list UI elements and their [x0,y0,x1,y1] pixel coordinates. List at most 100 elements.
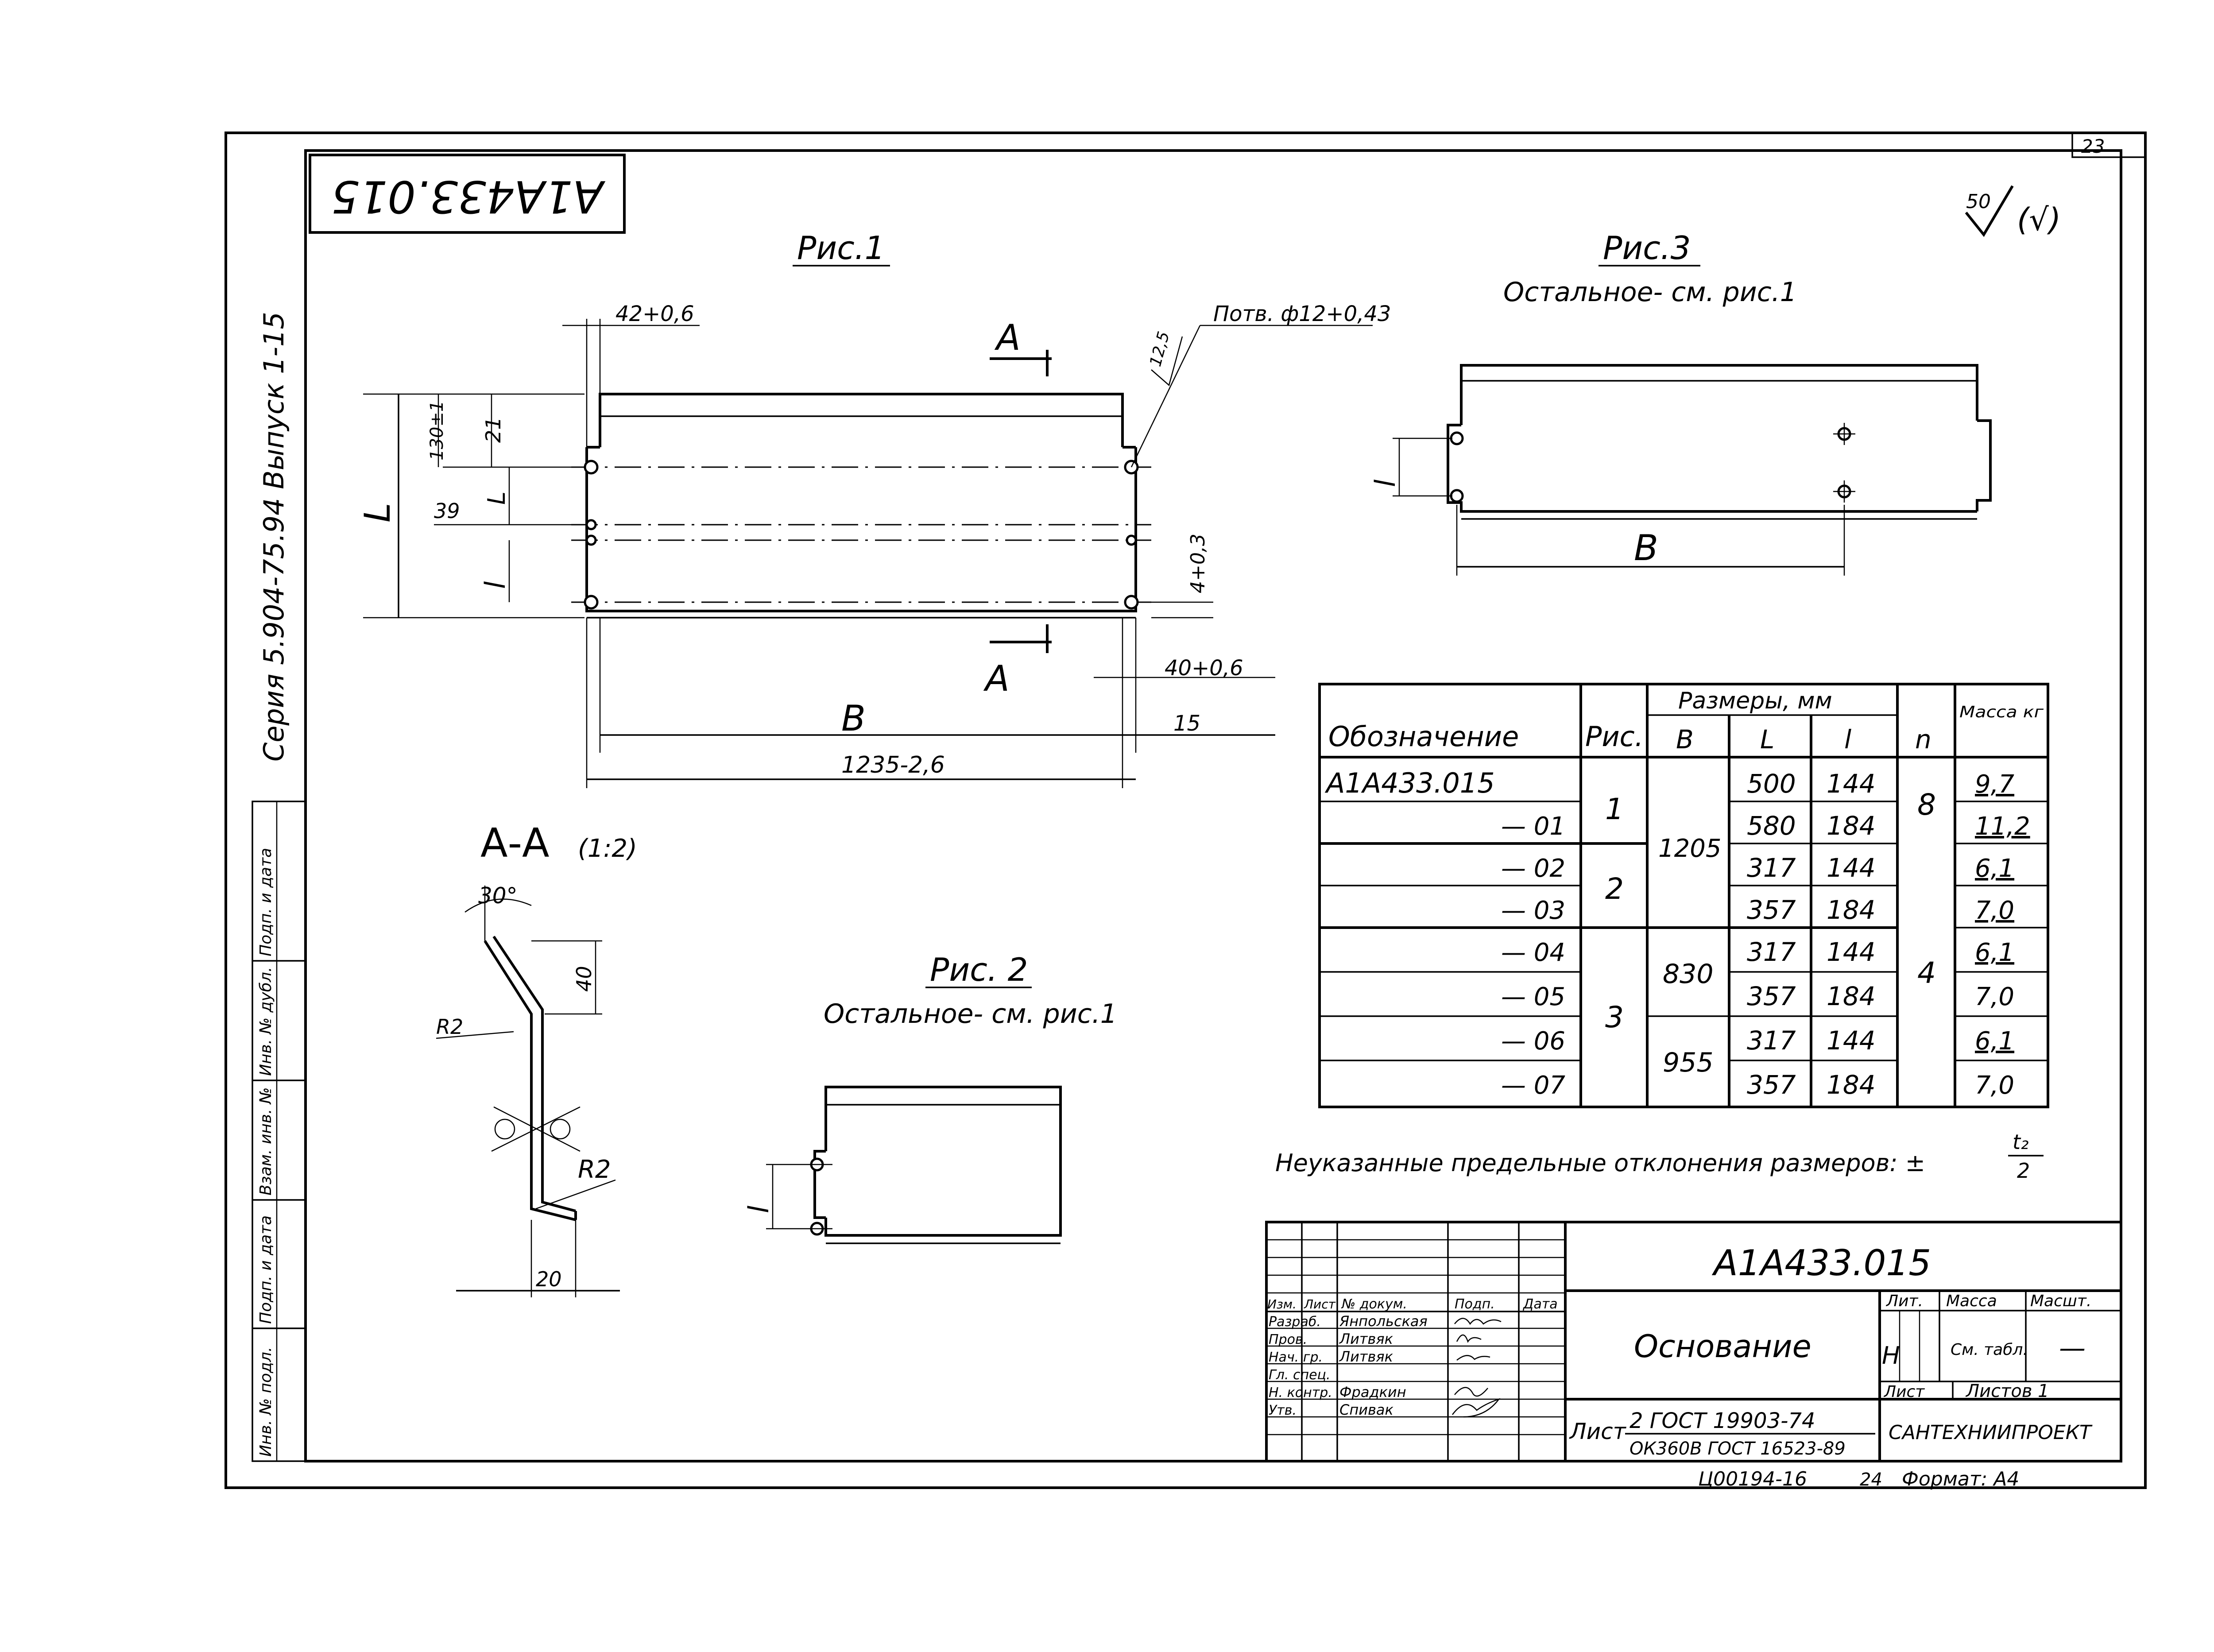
side-strip-label-2: Инв. № дубл. [257,967,275,1076]
fig3-title: Рис.3 [1603,229,1691,267]
dim-130: 130±1 [427,401,447,460]
tb-sheet-label: Лист [1883,1383,1925,1401]
figure-3: Рис.3 Остальное- см. рис.1 l B [1369,229,1992,576]
table-cell-L: 357 [1747,1070,1796,1100]
tb-scale-value: — [2059,1333,2086,1364]
th-L: L [1760,724,1774,754]
th-dims: Размеры, мм [1678,688,1832,714]
table-cell-l: 144 [1827,769,1876,799]
side-strip-label-1: Подп. и дата [257,848,275,956]
section-r-bottom: R2 [578,1155,611,1184]
fig1-hole [1124,595,1139,610]
tb-material-bottom: ОК360В ГОСТ 16523-89 [1630,1439,1846,1459]
roughness-value: 50 [1966,190,1991,213]
tb-name: Литвяк [1339,1348,1393,1365]
section-dim-20: 20 [536,1267,562,1291]
table-cell-b: 955 [1663,1047,1714,1078]
figure-2: Рис. 2 Остальное- см. рис.1 l [743,951,1117,1244]
series-text: Серия 5.904-75.94 Выпуск 1-15 [258,312,290,762]
fig1-hole [585,534,597,546]
tb-designation: A1A433.015 [1711,1242,1931,1284]
fig1-roughness: 12,5 [1146,329,1173,368]
tb-name: Фрадкин [1339,1384,1406,1401]
table-cell-mass: 6,1 [1975,854,2014,883]
table-cell-L: 500 [1747,769,1796,799]
tb-sheets-label: Листов 1 [1965,1381,2049,1401]
dim-l-inner: L [483,491,511,505]
tb-material-top: 2 ГОСТ 19903-74 [1630,1408,1815,1433]
table-cell-designation: — 02 [1501,854,1565,883]
table-cell-designation: — 06 [1501,1027,1565,1056]
roughness-mark: 50 (√) [1965,185,2061,238]
fig3-subtitle: Остальное- см. рис.1 [1503,277,1797,308]
tb-col-izm: Изм. [1267,1297,1297,1312]
th-fig: Рис. [1585,720,1643,753]
outer-frame [224,132,2147,1489]
tb-name: Литвяк [1339,1331,1393,1347]
table-cell-designation: — 04 [1501,938,1565,967]
fig3-hole [1450,431,1464,445]
variants-table: Обозначение Рис. Размеры, мм B L l n Мас… [1318,683,2049,1108]
fig3-hole [1833,480,1855,503]
table-cell-L: 580 [1747,811,1796,841]
th-l: l [1844,724,1851,754]
tb-scale-header: Масшт. [2030,1292,2091,1310]
table-cell-l: 184 [1827,811,1876,841]
table-cell-mass: 7,0 [1975,1071,2014,1100]
table-cell-n: 8 [1917,788,1936,822]
sheet-number-box: 23 [2071,132,2146,158]
dim-1235: 1235-2,6 [841,752,945,778]
rotated-stamp-text: A1A433.015 [331,171,606,223]
table-cell-l: 144 [1827,1025,1876,1056]
table-cell-L: 357 [1747,981,1796,1011]
section-dim-40: 40 [572,966,596,992]
tb-col-list: Лист [1304,1297,1336,1312]
table-cell-l: 144 [1827,937,1876,967]
dim-21: 21 [481,417,505,443]
table-cell-L: 357 [1747,895,1796,925]
table-cell-L: 317 [1747,1025,1796,1056]
table-cell-b: 830 [1663,959,1714,990]
tb-role: Нач. гр. [1269,1350,1323,1365]
table-cell-designation: — 05 [1501,983,1565,1011]
tb-mass-value: См. табл. [1951,1341,2028,1359]
side-strip-label-4: Подп. и дата [257,1215,275,1324]
signature-scribbles [1452,1318,1502,1418]
rotated-stamp: A1A433.015 [309,154,626,234]
hole-note: Потв. ф12+0,43 [1213,302,1391,326]
table-cell-mass: 11,2 [1975,812,2030,841]
fig3-dim-l: l [1369,480,1401,487]
table-cell-designation: A1A433.015 [1324,767,1495,799]
section-mark-top: A [994,317,1021,358]
dim-4: 4+0,3 [1187,534,1209,593]
tb-name-title: Основание [1634,1328,1811,1365]
dim-39: 39 [434,499,460,523]
table-cell-L: 317 [1747,853,1796,883]
section-scale: (1:2) [578,834,637,863]
sheet-number: 23 [2081,135,2105,157]
dim-l: l [479,581,511,589]
tb-lit-header: Лит. [1885,1292,1923,1310]
figure-1: Рис.1 42+0,6 Потв. ф12+0,43 12,5 [357,229,1391,788]
table-cell-mass: 7,0 [1975,896,2014,925]
fig3-hole [1450,489,1464,503]
fig2-dim-l: l [743,1206,775,1213]
side-strip-label-3: Взам. инв. № [257,1087,275,1195]
roughness-sub: (√) [2017,201,2061,238]
tb-col-date: Дата [1522,1296,1558,1312]
tb-name: Спивак [1339,1401,1394,1418]
fig1-hole [585,519,597,530]
format: Формат: А4 [1902,1468,2019,1490]
table-cell-b: 1205 [1658,834,1722,863]
section-angle: 30° [478,883,518,909]
section-aa: А-А (1:2) 30° 40 R2 R2 20 [436,820,637,1297]
th-b: B [1676,724,1694,754]
fig1-title: Рис.1 [797,229,885,267]
side-strip-label-5: Инв. № подл. [257,1347,275,1457]
archive-number: Ц00194-16 [1698,1468,1807,1490]
table-cell-n: 4 [1917,956,1936,990]
format-prefix: 24 [1860,1470,1882,1490]
table-cell-designation: — 03 [1501,896,1565,925]
tb-role: Гл. спец. [1269,1367,1330,1383]
